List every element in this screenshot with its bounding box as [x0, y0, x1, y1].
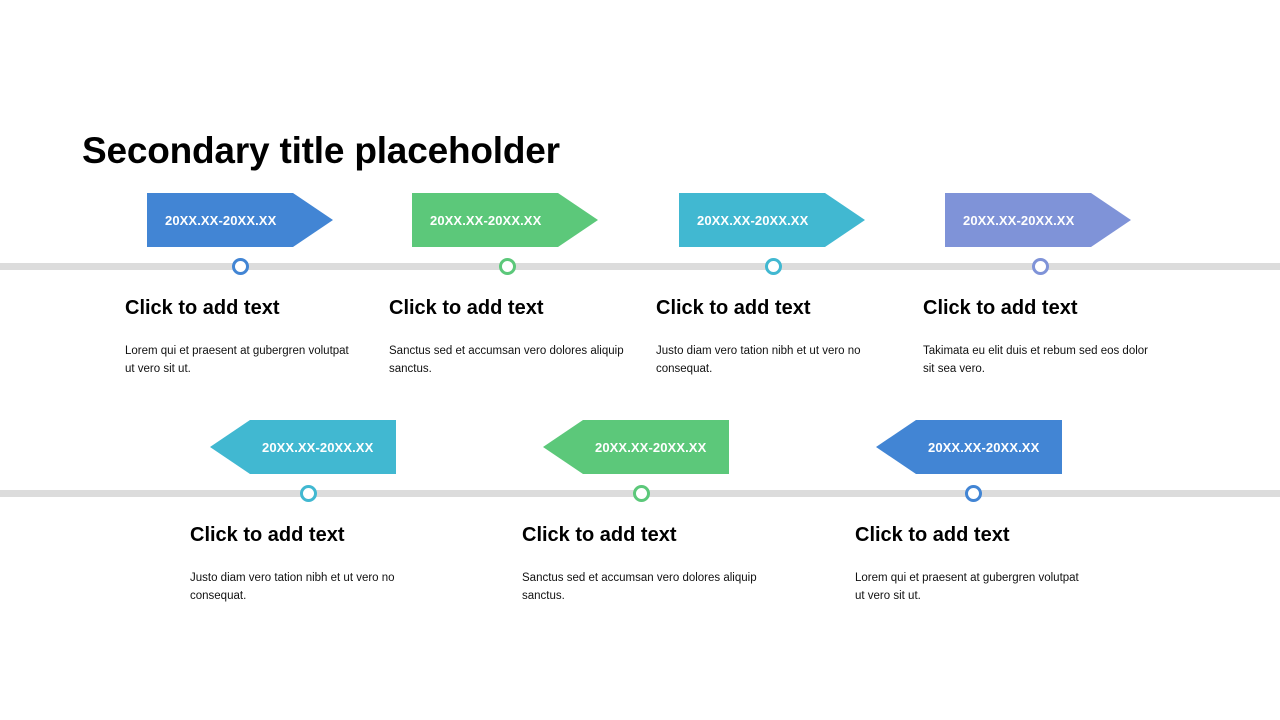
milestone-text-block-3: Click to add text Justo diam vero tation…	[656, 297, 891, 379]
milestone-date-label-6: 20XX.XX-20XX.XX	[595, 439, 707, 455]
timeline-marker-7[interactable]	[965, 485, 982, 502]
milestone-text-block-6: Click to add text Sanctus sed et accumsa…	[522, 524, 757, 606]
milestone-arrow-7[interactable]: 20XX.XX-20XX.XX	[876, 420, 1062, 474]
milestone-body-5[interactable]: Justo diam vero tation nibh et ut vero n…	[190, 572, 395, 602]
milestone-body-6[interactable]: Sanctus sed et accumsan vero dolores ali…	[522, 572, 757, 602]
milestone-date-label-7: 20XX.XX-20XX.XX	[928, 439, 1040, 455]
timeline-marker-2[interactable]	[499, 258, 516, 275]
milestone-text-block-1: Click to add text Lorem qui et praesent …	[125, 297, 360, 379]
milestone-heading-3[interactable]: Click to add text	[656, 297, 811, 319]
milestone-text-block-4: Click to add text Takimata eu elit duis …	[923, 297, 1158, 379]
milestone-text-block-5: Click to add text Justo diam vero tation…	[190, 524, 425, 606]
milestone-arrow-6[interactable]: 20XX.XX-20XX.XX	[543, 420, 729, 474]
timeline-marker-3[interactable]	[765, 258, 782, 275]
timeline-marker-5[interactable]	[300, 485, 317, 502]
milestone-date-label-5: 20XX.XX-20XX.XX	[262, 439, 374, 455]
milestone-arrow-5[interactable]: 20XX.XX-20XX.XX	[210, 420, 396, 474]
milestone-arrow-2[interactable]: 20XX.XX-20XX.XX	[412, 193, 598, 247]
milestone-date-label-1: 20XX.XX-20XX.XX	[165, 212, 277, 228]
milestone-date-label-2: 20XX.XX-20XX.XX	[430, 212, 542, 228]
milestone-arrow-3[interactable]: 20XX.XX-20XX.XX	[679, 193, 865, 247]
milestone-date-label-3: 20XX.XX-20XX.XX	[697, 212, 809, 228]
milestone-arrow-1[interactable]: 20XX.XX-20XX.XX	[147, 193, 333, 247]
milestone-body-1[interactable]: Lorem qui et praesent at gubergren volut…	[125, 345, 349, 375]
milestone-heading-4[interactable]: Click to add text	[923, 297, 1078, 319]
milestone-text-block-2: Click to add text Sanctus sed et accumsa…	[389, 297, 624, 379]
milestone-heading-7[interactable]: Click to add text	[855, 524, 1010, 546]
milestone-body-7[interactable]: Lorem qui et praesent at gubergren volut…	[855, 572, 1079, 602]
milestone-heading-1[interactable]: Click to add text	[125, 297, 280, 319]
milestone-arrow-4[interactable]: 20XX.XX-20XX.XX	[945, 193, 1131, 247]
timeline-marker-6[interactable]	[633, 485, 650, 502]
milestone-body-3[interactable]: Justo diam vero tation nibh et ut vero n…	[656, 345, 861, 375]
milestone-date-label-4: 20XX.XX-20XX.XX	[963, 212, 1075, 228]
timeline-rail-row-1	[0, 263, 1280, 270]
timeline-marker-1[interactable]	[232, 258, 249, 275]
milestone-heading-2[interactable]: Click to add text	[389, 297, 544, 319]
timeline-marker-4[interactable]	[1032, 258, 1049, 275]
milestone-text-block-7: Click to add text Lorem qui et praesent …	[855, 524, 1090, 606]
page-title: Secondary title placeholder	[82, 130, 560, 171]
milestone-heading-6[interactable]: Click to add text	[522, 524, 677, 546]
milestone-heading-5[interactable]: Click to add text	[190, 524, 345, 546]
milestone-body-2[interactable]: Sanctus sed et accumsan vero dolores ali…	[389, 345, 624, 375]
milestone-body-4[interactable]: Takimata eu elit duis et rebum sed eos d…	[923, 345, 1149, 375]
